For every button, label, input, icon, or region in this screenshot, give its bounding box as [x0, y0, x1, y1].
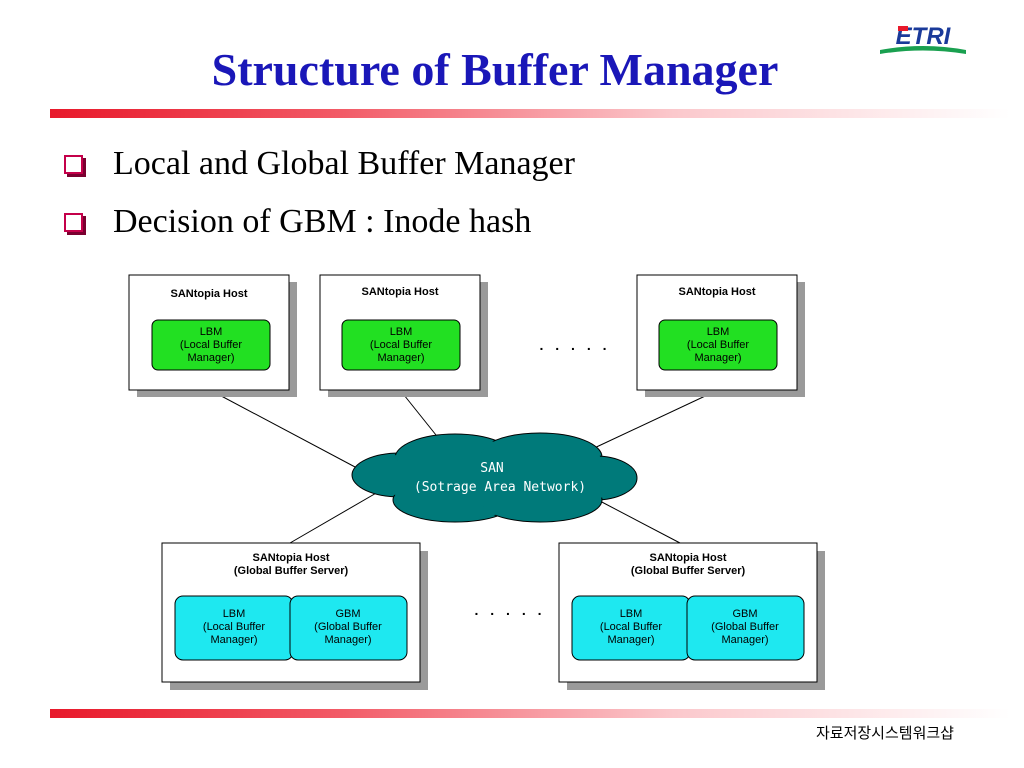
top-host-1: SANtopia Host LBM (Local Buffer Manager) — [128, 274, 297, 397]
bottom-host-1: SANtopia Host (Global Buffer Server) LBM… — [161, 542, 428, 690]
connector-line — [589, 389, 719, 451]
slide-footer: 자료저장시스템워크샵 — [815, 724, 954, 742]
lbm-box — [341, 319, 461, 371]
lbm-label: (Local Buffer — [203, 621, 266, 633]
lbm-label: Manager) — [377, 352, 424, 364]
bottom-ellipsis: . . . . . — [474, 602, 545, 618]
host-title: SANtopia Host — [650, 552, 727, 564]
host-title: SANtopia Host — [253, 552, 330, 564]
san-cloud: SAN (Sotrage Area Network) — [351, 432, 638, 523]
gbm-label: (Global Buffer — [711, 621, 779, 633]
connector-line — [209, 389, 373, 477]
lbm-label: LBM — [223, 608, 246, 620]
bottom-host-2: SANtopia Host (Global Buffer Server) LBM… — [558, 542, 825, 690]
lbm-label: Manager) — [187, 352, 234, 364]
gbm-label: (Global Buffer — [314, 621, 382, 633]
lbm-label: (Local Buffer — [180, 339, 243, 351]
gbm-label: GBM — [335, 608, 360, 620]
top-host-3: SANtopia Host LBM (Local Buffer Manager) — [636, 274, 805, 397]
host-title: SANtopia Host — [679, 286, 756, 298]
bottom-divider — [50, 709, 1010, 718]
lbm-box — [658, 319, 778, 371]
bullet-item: Decision of GBM : Inode hash — [62, 193, 575, 251]
bullet-text: Local and Global Buffer Manager — [113, 145, 575, 182]
lbm-label: (Local Buffer — [370, 339, 433, 351]
san-sublabel: (Sotrage Area Network) — [414, 480, 586, 495]
host-subtitle: (Global Buffer Server) — [234, 565, 349, 577]
connector-lines — [209, 389, 719, 544]
lbm-label: LBM — [390, 326, 413, 338]
connector-line — [399, 389, 441, 441]
lbm-label: Manager) — [210, 634, 257, 646]
etri-logo: ETRI — [880, 23, 966, 54]
connector-line — [289, 491, 379, 544]
gbm-label: Manager) — [721, 634, 768, 646]
lbm-label: LBM — [707, 326, 730, 338]
checkbox-bullet-icon — [64, 212, 83, 232]
lbm-label: Manager) — [607, 634, 654, 646]
slide-title: Structure of Buffer Manager — [211, 44, 779, 95]
lbm-label: (Local Buffer — [687, 339, 750, 351]
host-subtitle: (Global Buffer Server) — [631, 565, 746, 577]
checkbox-bullet-icon — [64, 154, 83, 174]
lbm-label: LBM — [620, 608, 643, 620]
lbm-box — [151, 319, 271, 371]
top-host-2: SANtopia Host LBM (Local Buffer Manager) — [319, 274, 488, 397]
host-title: SANtopia Host — [362, 286, 439, 298]
san-label: SAN — [480, 461, 503, 476]
gbm-label: GBM — [732, 608, 757, 620]
bullet-text: Decision of GBM : Inode hash — [113, 203, 532, 240]
gbm-box — [686, 595, 805, 661]
lbm-label: Manager) — [694, 352, 741, 364]
bullet-list: Local and Global Buffer Manager Decision… — [62, 135, 575, 251]
lbm-label: LBM — [200, 326, 223, 338]
host-title: SANtopia Host — [171, 288, 248, 300]
top-divider — [50, 109, 1010, 118]
connector-line — [597, 499, 681, 544]
bullet-item: Local and Global Buffer Manager — [62, 135, 575, 193]
gbm-box — [289, 595, 408, 661]
top-ellipsis: . . . . . — [539, 337, 610, 353]
gbm-label: Manager) — [324, 634, 371, 646]
lbm-label: (Local Buffer — [600, 621, 663, 633]
